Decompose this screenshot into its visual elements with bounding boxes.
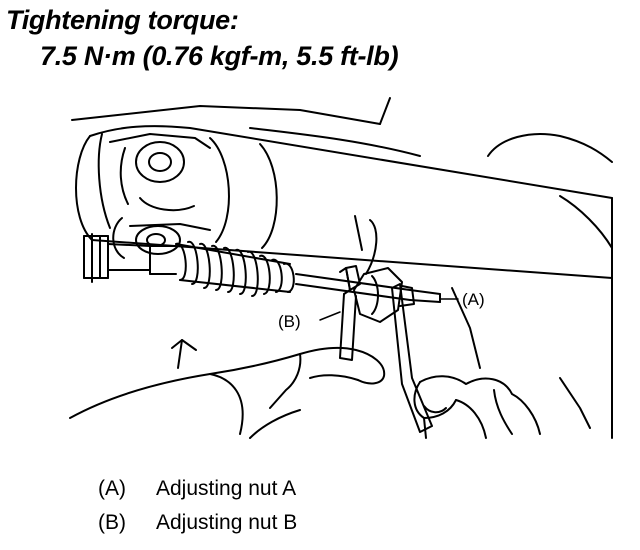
legend: (A) Adjusting nut A (B) Adjusting nut B (98, 472, 297, 540)
torque-heading: Tightening torque: (6, 5, 239, 35)
adjusting-nut-a (353, 267, 415, 323)
legend-key: (A) (98, 477, 126, 500)
wrench-b (339, 265, 361, 361)
adjusting-rod (295, 273, 441, 303)
torque-value: 7.5 N·m (0.76 kgf-m, 5.5 ft-lb) (40, 41, 399, 71)
legend-text: Adjusting nut B (156, 511, 298, 534)
legend-key: (B) (98, 511, 126, 534)
vehicle-body-outline (71, 97, 613, 439)
tie-rod-end (83, 233, 177, 283)
callout-a: (A) (462, 290, 485, 309)
left-hand (69, 339, 386, 439)
right-hand (413, 375, 541, 439)
rubber-boot (175, 240, 295, 297)
legend-item: (B) Adjusting nut B (98, 506, 297, 540)
legend-text: Adjusting nut A (156, 477, 297, 500)
torque-spec: Tightening torque: 7.5 N·m (0.76 kgf-m, … (6, 2, 399, 74)
legend-item: (A) Adjusting nut A (98, 472, 297, 506)
universal-joint (97, 133, 211, 259)
wrench-a (391, 283, 433, 433)
callout-leaders (319, 298, 459, 321)
adjustment-illustration: (A) (B) (69, 97, 613, 439)
steering-gear-housing (75, 125, 613, 279)
callout-b: (B) (278, 312, 301, 331)
